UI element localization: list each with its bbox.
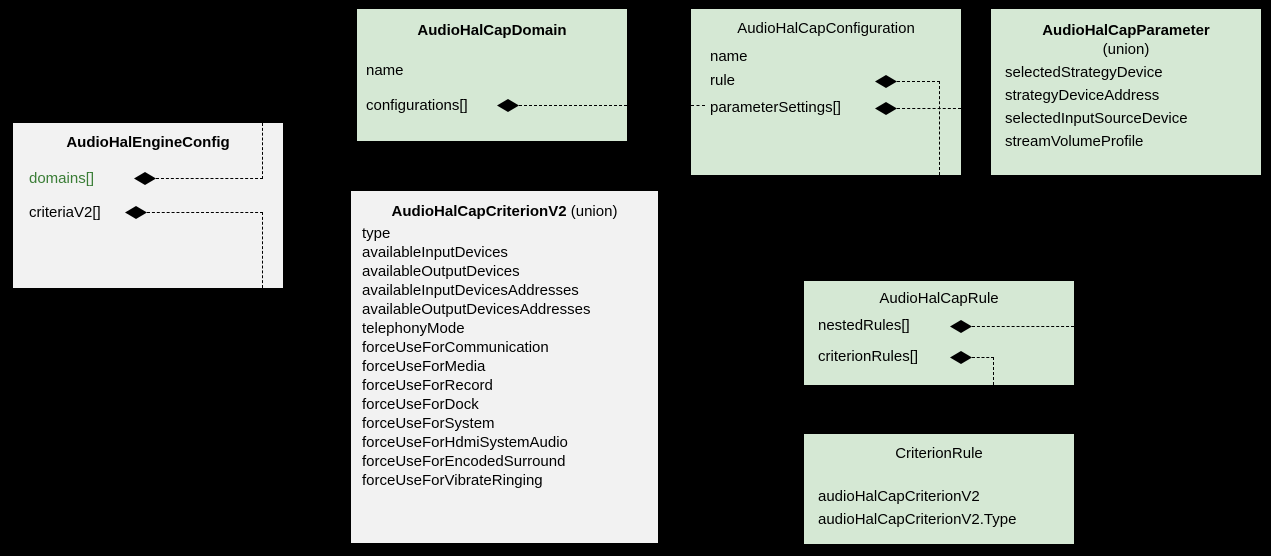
composition-diamond-rule: [875, 75, 897, 88]
connector-criteria-v2-horizontal: [147, 212, 263, 213]
connector-criteria-v2-vertical: [262, 212, 263, 288]
attribute-available-output-devices-addresses: availableOutputDevicesAddresses: [362, 301, 591, 318]
attribute-criteria-v2: criteriaV2[]: [29, 204, 101, 221]
composition-diamond-nested-rules: [950, 320, 972, 333]
class-title-audio-hal-cap-configuration: AudioHalCapConfiguration: [737, 20, 915, 37]
attribute-audio-hal-cap-criterion-v2: audioHalCapCriterionV2: [818, 488, 980, 505]
attribute-selected-strategy-device: selectedStrategyDevice: [1005, 64, 1163, 81]
connector-domains-vertical: [262, 123, 263, 179]
attribute-type: type: [362, 225, 391, 242]
class-subtitle-union: (union): [1102, 41, 1150, 58]
attribute-strategy-device-address: strategyDeviceAddress: [1005, 87, 1160, 104]
class-title-audio-hal-cap-rule: AudioHalCapRule: [879, 290, 999, 307]
attribute-force-use-for-hdmi-system-audio: forceUseForHdmiSystemAudio: [362, 434, 568, 451]
connector-domains-horizontal: [156, 178, 263, 179]
connector-incoming-configurations: [691, 105, 705, 106]
attribute-force-use-for-encoded-surround: forceUseForEncodedSurround: [362, 453, 566, 470]
class-title-union-suffix: (union): [570, 203, 618, 220]
class-box-audio-hal-cap-rule[interactable]: AudioHalCapRule nestedRules[] criterionR…: [804, 281, 1074, 385]
class-title-audio-hal-cap-domain: AudioHalCapDomain: [417, 22, 567, 39]
attribute-configurations: configurations[]: [366, 97, 468, 114]
class-box-criterion-rule[interactable]: CriterionRule audioHalCapCriterionV2 aud…: [804, 434, 1074, 544]
attribute-name: name: [710, 48, 748, 65]
attribute-available-input-devices-addresses: availableInputDevicesAddresses: [362, 282, 579, 299]
attribute-force-use-for-communication: forceUseForCommunication: [362, 339, 549, 356]
class-box-audio-hal-cap-parameter[interactable]: AudioHalCapParameter (union) selectedStr…: [991, 9, 1261, 175]
composition-diamond-domains: [134, 172, 156, 185]
attribute-nested-rules: nestedRules[]: [818, 317, 910, 334]
class-box-audio-hal-engine-config[interactable]: AudioHalEngineConfig domains[] criteriaV…: [13, 123, 283, 288]
attribute-domains: domains[]: [29, 170, 95, 187]
attribute-force-use-for-system: forceUseForSystem: [362, 415, 495, 432]
attribute-force-use-for-media: forceUseForMedia: [362, 358, 486, 375]
connector-parameter-settings-horizontal: [897, 108, 961, 109]
composition-diamond-criteria-v2: [125, 206, 147, 219]
attribute-stream-volume-profile: streamVolumeProfile: [1005, 133, 1144, 150]
connector-rule-vertical: [939, 81, 940, 175]
attribute-name: name: [366, 62, 404, 79]
attribute-criterion-rules: criterionRules[]: [818, 348, 919, 365]
connector-nested-rules-horizontal: [972, 326, 1074, 327]
connector-configurations-horizontal: [519, 105, 627, 106]
attribute-parameter-settings: parameterSettings[]: [710, 99, 841, 116]
class-title-audio-hal-cap-parameter: AudioHalCapParameter: [1042, 22, 1210, 39]
class-title-audio-hal-cap-criterion-v2: AudioHalCapCriterionV2 (union): [351, 202, 658, 221]
class-box-audio-hal-cap-criterion-v2[interactable]: AudioHalCapCriterionV2 (union) type avai…: [351, 191, 658, 543]
connector-rule-horizontal: [897, 81, 940, 82]
composition-diamond-parameter-settings: [875, 102, 897, 115]
attribute-available-input-devices: availableInputDevices: [362, 244, 508, 261]
attribute-selected-input-source-device: selectedInputSourceDevice: [1005, 110, 1188, 127]
class-box-audio-hal-cap-configuration[interactable]: AudioHalCapConfiguration name rule param…: [691, 9, 961, 175]
class-title-text: AudioHalCapCriterionV2: [391, 203, 567, 220]
attribute-force-use-for-vibrate-ringing: forceUseForVibrateRinging: [362, 472, 543, 489]
attribute-audio-hal-cap-criterion-v2-type: audioHalCapCriterionV2.Type: [818, 511, 1017, 528]
class-title-audio-hal-engine-config: AudioHalEngineConfig: [66, 134, 230, 151]
attribute-available-output-devices: availableOutputDevices: [362, 263, 520, 280]
composition-diamond-configurations: [497, 99, 519, 112]
attribute-force-use-for-record: forceUseForRecord: [362, 377, 493, 394]
connector-criterion-rules-horizontal: [972, 357, 994, 358]
attribute-telephony-mode: telephonyMode: [362, 320, 465, 337]
attribute-force-use-for-dock: forceUseForDock: [362, 396, 479, 413]
composition-diamond-criterion-rules: [950, 351, 972, 364]
class-box-audio-hal-cap-domain[interactable]: AudioHalCapDomain name configurations[]: [357, 9, 627, 141]
connector-criterion-rules-vertical: [993, 357, 994, 385]
class-title-criterion-rule: CriterionRule: [895, 445, 983, 462]
attribute-rule: rule: [710, 72, 736, 89]
attribute-list-criterion-v2: type availableInputDevices availableOutp…: [362, 224, 590, 490]
